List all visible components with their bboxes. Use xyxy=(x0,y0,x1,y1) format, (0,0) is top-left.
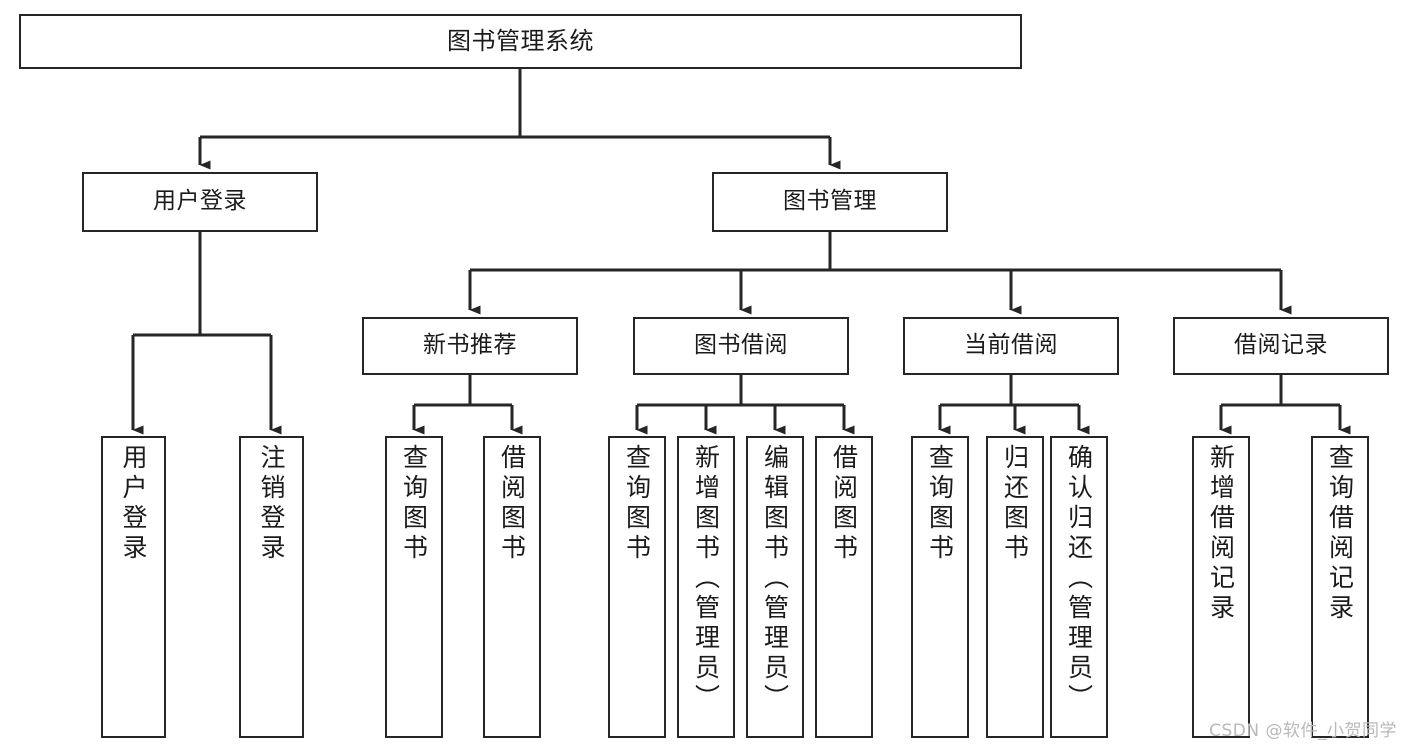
node-leaf-return-book-label: 归还图书 xyxy=(1000,444,1030,564)
node-leaf-query-borrow-record[interactable]: 查询借阅记录 xyxy=(1311,436,1369,738)
node-new-book-recommend-label: 新书推荐 xyxy=(423,332,517,359)
node-leaf-add-borrow-record-label: 新增借阅记录 xyxy=(1206,444,1236,624)
node-current-borrow[interactable]: 当前借阅 xyxy=(903,317,1119,375)
node-leaf-edit-book-admin[interactable]: 编辑图书（管理员） xyxy=(746,436,804,738)
node-leaf-query-book-cur[interactable]: 查询图书 xyxy=(911,436,969,738)
csdn-watermark: CSDN @软件_小贺同学 xyxy=(1209,721,1397,741)
node-user-login[interactable]: 用户登录 xyxy=(82,172,318,232)
node-leaf-confirm-return-admin[interactable]: 确认归还（管理员） xyxy=(1050,436,1108,738)
node-leaf-edit-book-admin-label: 编辑图书（管理员） xyxy=(760,444,790,714)
node-root-label: 图书管理系统 xyxy=(447,27,594,56)
node-book-borrow[interactable]: 图书借阅 xyxy=(633,317,849,375)
node-leaf-user-login[interactable]: 用户登录 xyxy=(101,436,166,738)
node-leaf-add-borrow-record[interactable]: 新增借阅记录 xyxy=(1192,436,1250,738)
node-book-manage[interactable]: 图书管理 xyxy=(712,172,948,232)
node-leaf-query-book-borrow[interactable]: 查询图书 xyxy=(608,436,666,738)
node-leaf-return-book[interactable]: 归还图书 xyxy=(986,436,1044,738)
node-leaf-add-book-admin[interactable]: 新增图书（管理员） xyxy=(677,436,735,738)
node-borrow-record[interactable]: 借阅记录 xyxy=(1173,317,1389,375)
node-leaf-user-logout[interactable]: 注销登录 xyxy=(239,436,304,738)
node-leaf-borrow-book-borrow[interactable]: 借阅图书 xyxy=(815,436,873,738)
node-book-borrow-label: 图书借阅 xyxy=(694,332,788,359)
node-leaf-user-logout-label: 注销登录 xyxy=(257,444,286,564)
node-leaf-query-book-borrow-label: 查询图书 xyxy=(622,444,652,564)
node-leaf-query-borrow-record-label: 查询借阅记录 xyxy=(1325,444,1355,624)
node-leaf-confirm-return-admin-label: 确认归还（管理员） xyxy=(1064,444,1094,714)
node-borrow-record-label: 借阅记录 xyxy=(1234,332,1328,359)
node-current-borrow-label: 当前借阅 xyxy=(964,332,1058,359)
node-leaf-add-book-admin-label: 新增图书（管理员） xyxy=(691,444,721,714)
node-leaf-borrow-book-rec[interactable]: 借阅图书 xyxy=(483,436,541,738)
node-user-login-label: 用户登录 xyxy=(153,188,247,215)
node-leaf-user-login-label: 用户登录 xyxy=(119,444,148,564)
node-leaf-borrow-book-rec-label: 借阅图书 xyxy=(497,444,527,564)
node-new-book-recommend[interactable]: 新书推荐 xyxy=(362,317,578,375)
node-root-system[interactable]: 图书管理系统 xyxy=(19,14,1022,69)
node-leaf-query-book-cur-label: 查询图书 xyxy=(925,444,955,564)
node-leaf-borrow-book-borrow-label: 借阅图书 xyxy=(829,444,859,564)
node-book-manage-label: 图书管理 xyxy=(783,188,877,215)
node-leaf-query-book-rec-label: 查询图书 xyxy=(399,444,429,564)
node-leaf-query-book-rec[interactable]: 查询图书 xyxy=(385,436,443,738)
